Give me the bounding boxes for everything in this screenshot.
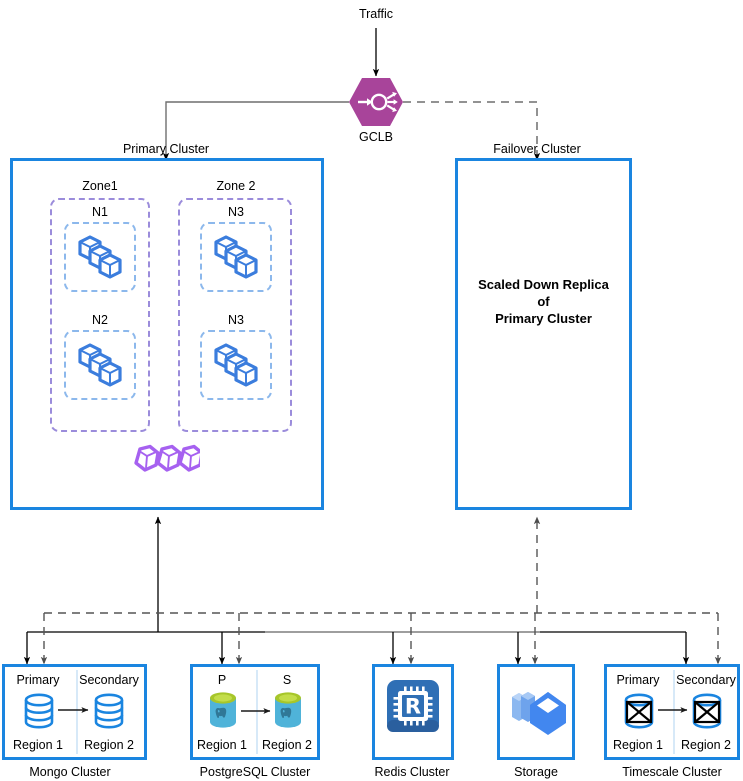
node-n2-box	[64, 330, 136, 400]
mongo-primary-role: Primary	[16, 673, 60, 687]
failover-cluster-label: Failover Cluster	[493, 142, 581, 156]
postgres-db-icon	[272, 691, 304, 731]
failover-body-line-2: of	[537, 294, 550, 309]
postgres-secondary-role: S	[282, 673, 292, 687]
timescale-divider	[673, 670, 675, 754]
connector-failover-to-datastores	[40, 516, 722, 665]
timescale-secondary-region: Region 2	[680, 738, 732, 752]
postgres-secondary-region: Region 2	[261, 738, 313, 752]
postgres-cluster-name: PostgreSQL Cluster	[199, 765, 311, 779]
svg-text:R: R	[405, 695, 421, 719]
mongo-divider	[76, 670, 78, 754]
connector-gclb-to-primary	[162, 101, 349, 161]
mongo-secondary-region: Region 2	[83, 738, 135, 752]
mongo-db-icon	[92, 692, 126, 730]
zone2-box	[178, 198, 292, 432]
primary-cluster-label: Primary Cluster	[122, 142, 210, 156]
timescale-db-icon	[690, 692, 724, 730]
node-n1-box	[64, 222, 136, 292]
storage-name: Storage	[514, 765, 558, 779]
node-cubes-icon	[208, 338, 264, 392]
failover-body-line-1: Scaled Down Replica	[478, 277, 609, 292]
postgres-primary-region: Region 1	[196, 738, 248, 752]
timescale-primary-role: Primary	[616, 673, 660, 687]
node-n3b-label: N3	[228, 313, 244, 327]
zone1-box	[50, 198, 150, 432]
pod-hexagons-icon	[132, 444, 204, 478]
traffic-label: Traffic	[358, 7, 394, 21]
node-cubes-icon	[208, 230, 264, 284]
mongo-primary-region: Region 1	[12, 738, 64, 752]
node-n3a-box	[200, 222, 272, 292]
timescale-cluster-name: Timescale Cluster	[622, 765, 722, 779]
gclb-label: GCLB	[358, 130, 394, 144]
connector-gclb-to-failover	[403, 101, 541, 161]
timescale-primary-region: Region 1	[612, 738, 664, 752]
mongo-cluster-name: Mongo Cluster	[29, 765, 111, 779]
timescale-db-icon	[622, 692, 656, 730]
redis-icon: R	[383, 676, 443, 736]
failover-cluster-box: Scaled Down Replica of Primary Cluster	[455, 158, 632, 510]
mongo-db-icon	[22, 692, 56, 730]
node-cubes-icon	[72, 338, 128, 392]
zone1-label: Zone1	[82, 179, 118, 193]
cloud-storage-icon	[506, 683, 568, 741]
zone2-label: Zone 2	[216, 179, 256, 193]
postgres-db-icon	[207, 691, 239, 731]
node-cubes-icon	[72, 230, 128, 284]
postgres-primary-role: P	[217, 673, 227, 687]
node-n3b-box	[200, 330, 272, 400]
failover-body-line-3: Primary Cluster	[495, 311, 592, 326]
postgres-divider	[256, 670, 258, 754]
node-n1-label: N1	[92, 205, 108, 219]
node-n3a-label: N3	[228, 205, 244, 219]
redis-cluster-name: Redis Cluster	[374, 765, 450, 779]
node-n2-label: N2	[92, 313, 108, 327]
gclb-icon	[348, 76, 404, 128]
timescale-secondary-role: Secondary	[676, 673, 736, 687]
mongo-secondary-role: Secondary	[79, 673, 139, 687]
